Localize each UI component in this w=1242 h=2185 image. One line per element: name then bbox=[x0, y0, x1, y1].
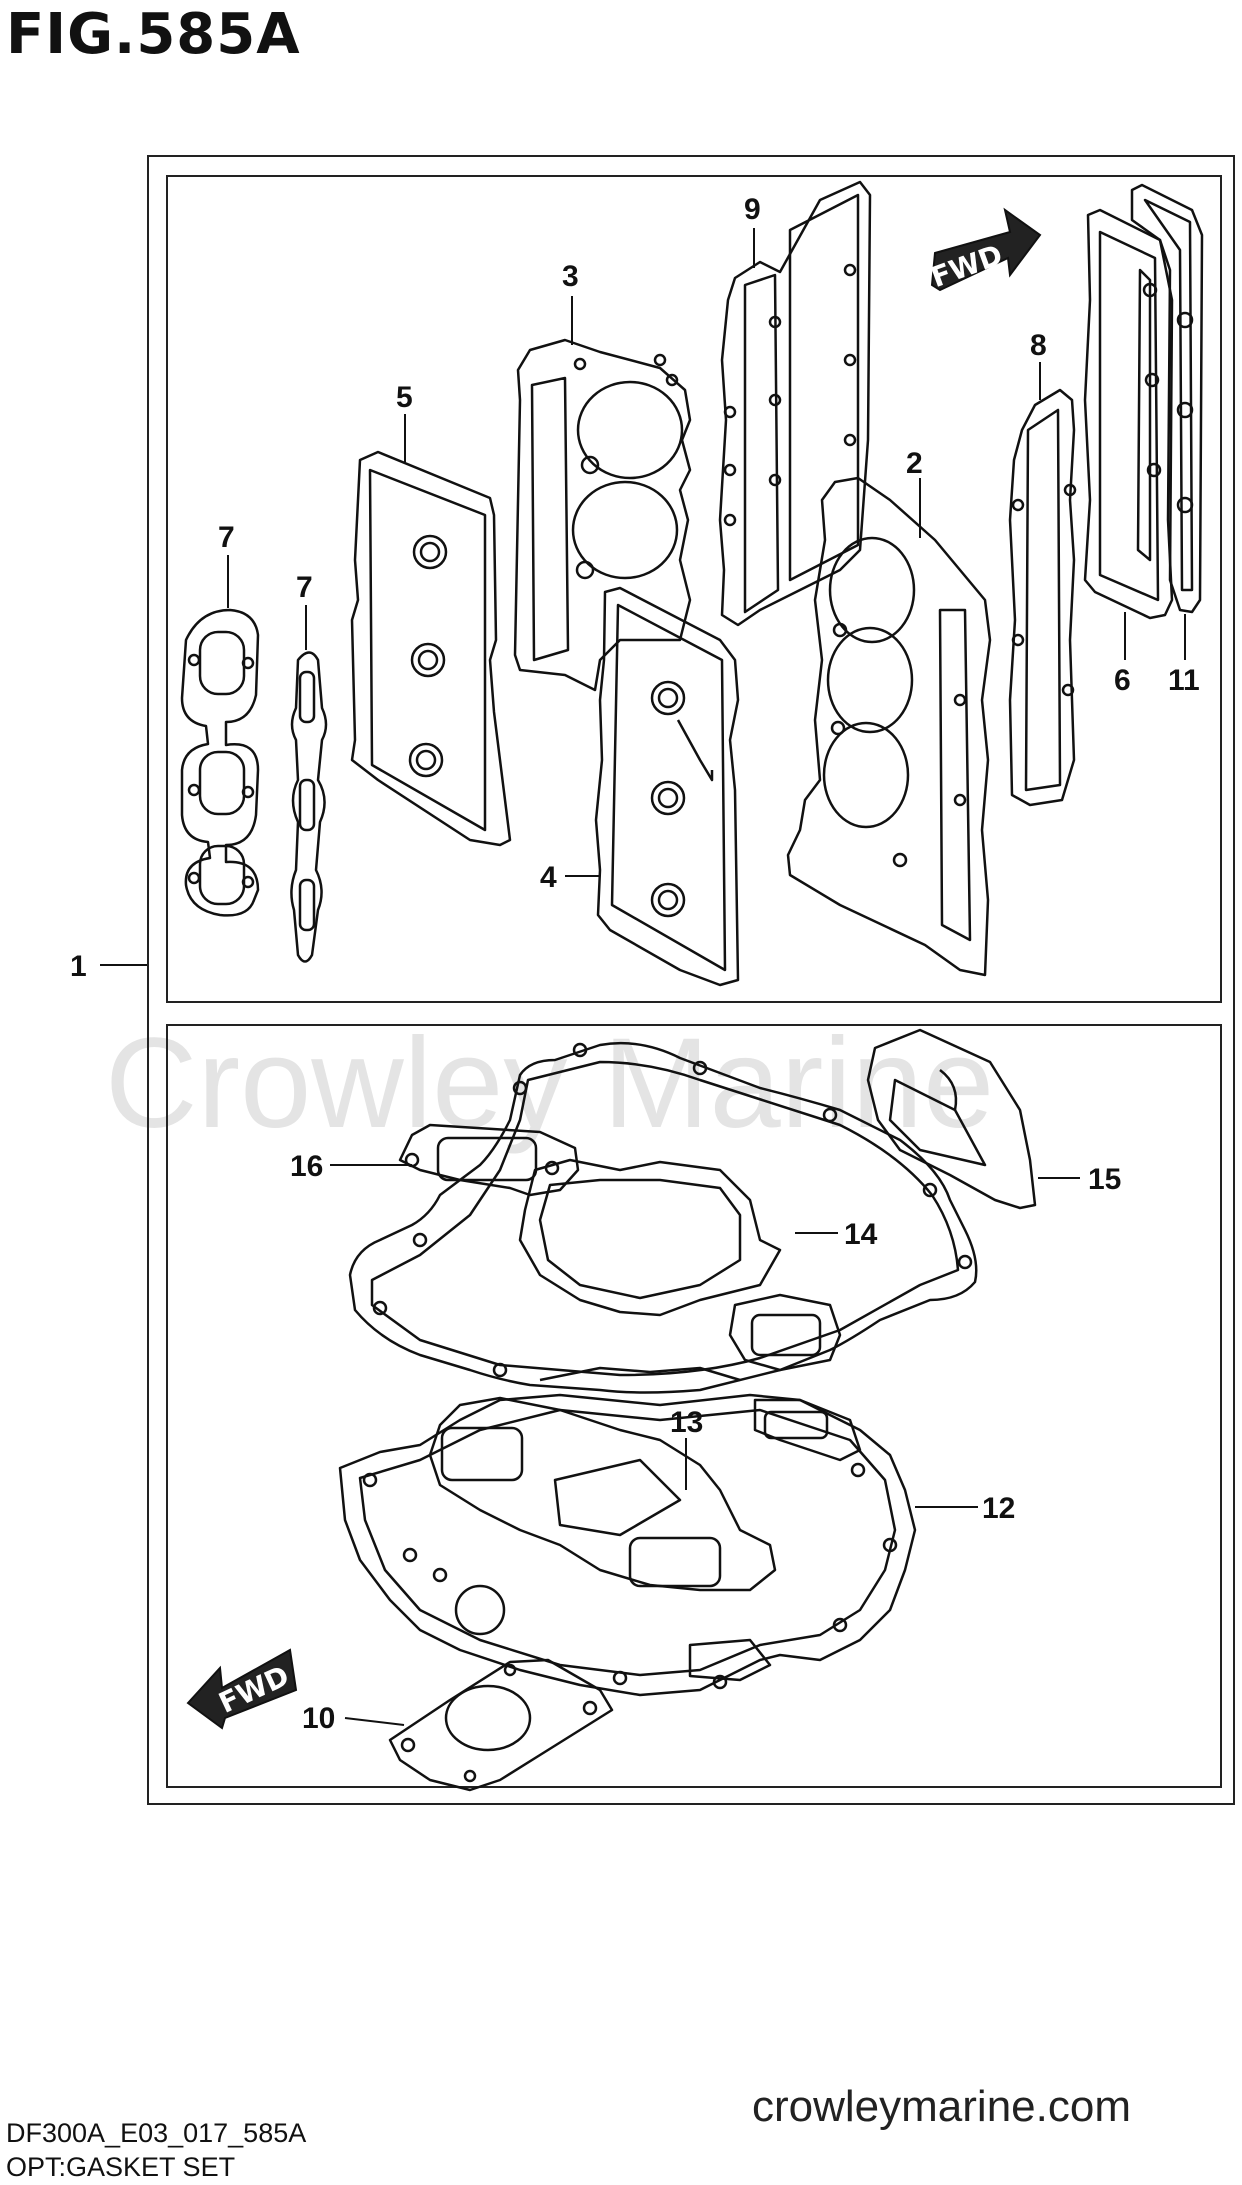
part-2-cylinder-head-gasket bbox=[786, 476, 992, 977]
callout-15: 15 bbox=[1088, 1163, 1121, 1196]
callout-11: 11 bbox=[1168, 664, 1200, 697]
callout-1: 1 bbox=[70, 950, 87, 983]
part-12-mounting-gasket bbox=[338, 1393, 917, 1697]
callout-4: 4 bbox=[540, 861, 557, 894]
diagram-name: OPT:GASKET SET bbox=[6, 2152, 236, 2182]
callout-6: 6 bbox=[1114, 664, 1131, 697]
part-6-cover-gasket bbox=[1083, 208, 1174, 620]
callout-14: 14 bbox=[844, 1218, 878, 1251]
callout-2: 2 bbox=[906, 447, 923, 480]
callout-9: 9 bbox=[744, 193, 761, 226]
part-14-crankcase-gasket bbox=[348, 1041, 978, 1394]
callout-7-left: 7 bbox=[218, 521, 235, 554]
callout-16: 16 bbox=[290, 1150, 323, 1183]
callout-3: 3 bbox=[562, 260, 579, 293]
fwd-arrow-bottom: FWD bbox=[186, 1648, 298, 1730]
upper-gasket-panel bbox=[166, 175, 1222, 1003]
callout-10: 10 bbox=[302, 1702, 335, 1735]
part-5-cylinder-head-cover-gasket bbox=[350, 450, 512, 847]
gasket-set-frame bbox=[147, 155, 1235, 1805]
fwd-arrow-top: FWD bbox=[927, 207, 1042, 294]
website-label: crowleymarine.com bbox=[752, 2082, 1131, 2131]
part-13-intake-gasket bbox=[428, 1396, 862, 1592]
part-7-exhaust-gasket-right bbox=[290, 651, 328, 963]
part-7-exhaust-gasket-left bbox=[180, 608, 260, 917]
fwd-label-bottom: FWD bbox=[214, 1659, 294, 1720]
part-11-cover-gasket bbox=[1130, 183, 1204, 614]
part-15-gasket bbox=[866, 1028, 1037, 1210]
figure-title: FIG.585A bbox=[6, 2, 301, 67]
callout-5: 5 bbox=[396, 381, 413, 414]
lower-gasket-panel bbox=[166, 1024, 1222, 1788]
part-9-cover-gasket bbox=[718, 180, 872, 627]
part-3-cylinder-head-gasket bbox=[513, 338, 692, 692]
callout-7-right: 7 bbox=[296, 571, 313, 604]
callout-13: 13 bbox=[670, 1406, 703, 1439]
diagram-code: DF300A_E03_017_585A bbox=[6, 2118, 307, 2148]
part-4-cylinder-head-cover-gasket bbox=[594, 586, 740, 987]
part-8-cover-gasket bbox=[1008, 388, 1077, 807]
callout-8: 8 bbox=[1030, 329, 1047, 362]
part-10-gasket bbox=[388, 1658, 614, 1792]
callout-12: 12 bbox=[982, 1492, 1015, 1525]
watermark: Crowley Marine bbox=[105, 1012, 995, 1155]
